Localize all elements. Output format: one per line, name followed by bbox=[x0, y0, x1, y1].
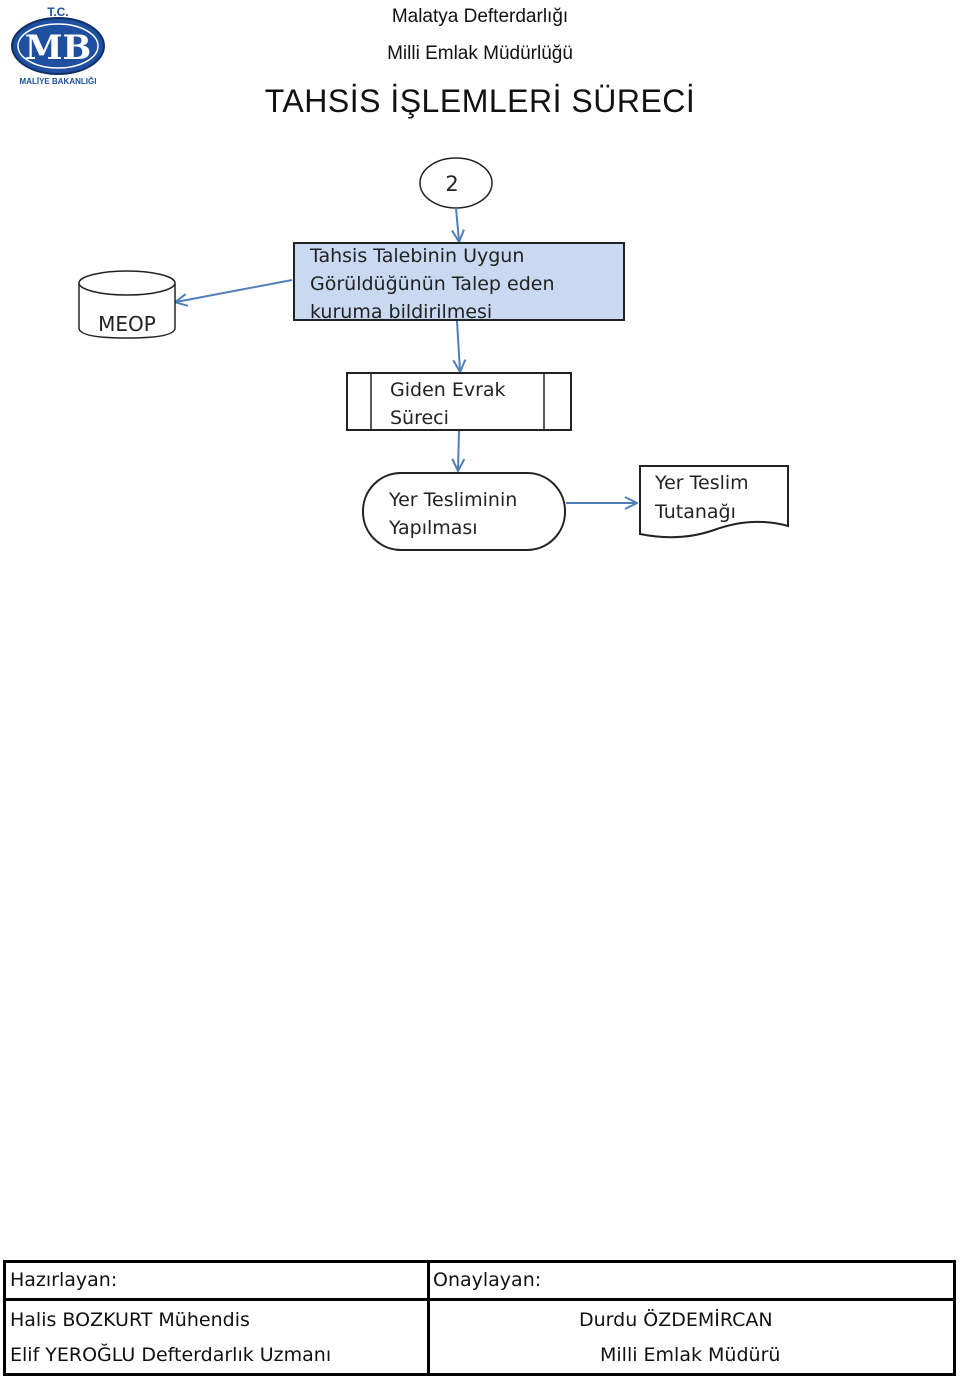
logo-bottom-text: MALİYE BAKANLIĞI bbox=[20, 77, 97, 86]
process-box: Tahsis Talebinin Uygun Görüldüğünün Tale… bbox=[293, 242, 625, 323]
header-line-1: Malatya Defterdarlığı bbox=[391, 6, 569, 27]
process-text-line-1: Tahsis Talebinin Uygun bbox=[309, 245, 524, 267]
document-node: Yer Teslim Tutanağı bbox=[639, 465, 789, 539]
document-text-line-2: Tutanağı bbox=[654, 501, 736, 523]
subprocess-node: Giden Evrak Süreci bbox=[346, 372, 572, 431]
preparer-2: Elif YEROĞLU Defterdarlık Uzmanı bbox=[10, 1344, 332, 1366]
document-text-line-1: Yer Teslim bbox=[654, 472, 749, 494]
flowchart: 2 Tahsis Talebinin Uygun Görüldüğünün Ta… bbox=[78, 157, 789, 551]
arrow-process-to-subprocess bbox=[457, 320, 460, 371]
arrow-process-to-database bbox=[176, 279, 293, 302]
terminal-text-line-1: Yer Tesliminin bbox=[388, 489, 517, 511]
table-divider-horizontal bbox=[6, 1298, 953, 1301]
logo-ring bbox=[17, 23, 99, 69]
approver-title: Milli Emlak Müdürü bbox=[600, 1344, 781, 1366]
arrow-subprocess-to-terminal bbox=[458, 430, 459, 470]
connector-label: 2 bbox=[445, 172, 458, 196]
logo-monogram: MB bbox=[25, 28, 91, 68]
terminal-text-line-2: Yapılması bbox=[388, 517, 478, 539]
process-box-shape bbox=[293, 242, 625, 321]
process-text-line-2: Görüldüğünün Talep eden bbox=[310, 273, 555, 295]
terminal-node: Yer Tesliminin Yapılması bbox=[362, 472, 566, 551]
approver-name: Durdu ÖZDEMİRCAN bbox=[579, 1309, 773, 1331]
database-node: MEOP bbox=[78, 270, 176, 339]
header-line-2: Milli Emlak Müdürlüğü bbox=[387, 43, 573, 64]
logo-top-text: T.C. bbox=[47, 5, 68, 19]
page-title: TAHSİS İŞLEMLERİ SÜRECİ bbox=[264, 83, 696, 119]
table-divider-vertical bbox=[427, 1263, 430, 1373]
subprocess-text-line-2: Süreci bbox=[390, 407, 449, 429]
ministry-logo: T.C. MB MALİYE BAKANLIĞI bbox=[11, 5, 105, 86]
approved-by-label: Onaylayan: bbox=[433, 1269, 542, 1291]
preparer-1: Halis BOZKURT Mühendis bbox=[10, 1309, 250, 1331]
database-label: MEOP bbox=[98, 312, 156, 336]
logo-emblem bbox=[11, 17, 105, 75]
prepared-by-label: Hazırlayan: bbox=[10, 1269, 118, 1291]
connector-node: 2 bbox=[419, 157, 493, 209]
process-text-line-3: kuruma bildirilmesi bbox=[310, 301, 492, 323]
signature-table: Hazırlayan: Onaylayan: Halis BOZKURT Müh… bbox=[3, 1260, 956, 1376]
arrow-connector-to-process bbox=[456, 207, 459, 241]
subprocess-text-line-1: Giden Evrak bbox=[390, 379, 506, 401]
